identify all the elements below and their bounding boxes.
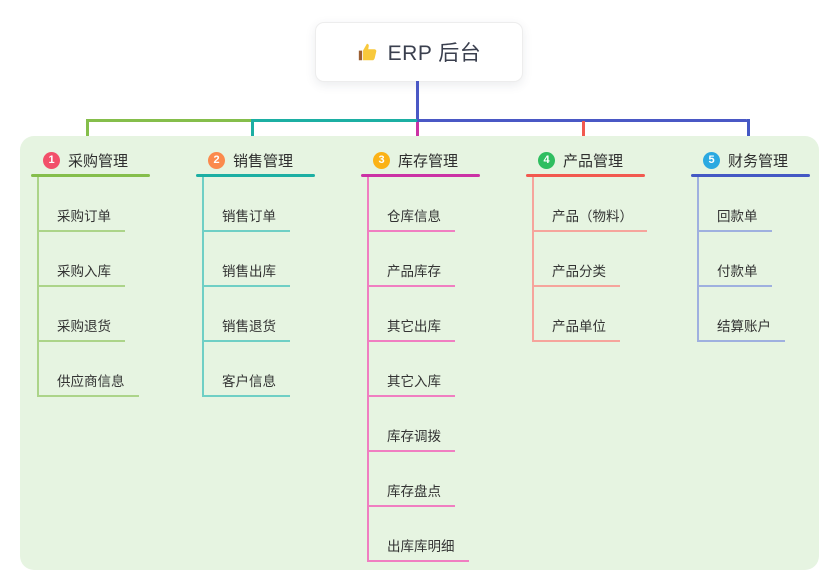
branch-inventory: 3 库存管理 仓库信息 产品库存 其它出库 其它入库 库存调拨 库存盘点 出库库… (360, 146, 524, 562)
node-sales-order[interactable]: 销售订单 (202, 205, 290, 232)
branch-sales: 2 销售管理 销售订单 销售出库 销售退货 客户信息 (195, 146, 359, 397)
node-purchase-return[interactable]: 采购退货 (37, 315, 125, 342)
branch-finance: 5 财务管理 回款单 付款单 结算账户 (690, 146, 839, 342)
root-title: ERP 后台 (387, 42, 482, 65)
branch-label: 采购管理 (68, 152, 129, 170)
thumbs-up-icon (357, 41, 379, 63)
branch-header-sales[interactable]: 2 销售管理 (195, 146, 359, 174)
node-other-outbound[interactable]: 其它出库 (367, 315, 455, 342)
branch-header-inventory[interactable]: 3 库存管理 (360, 146, 524, 174)
node-payment-order[interactable]: 付款单 (697, 260, 772, 287)
branch-underline (361, 174, 480, 177)
branch-number-badge: 1 (43, 151, 60, 169)
node-other-inbound[interactable]: 其它入库 (367, 370, 455, 397)
branch-child-connector (37, 177, 39, 397)
node-purchase-inbound[interactable]: 采购入库 (37, 260, 125, 287)
node-supplier-info[interactable]: 供应商信息 (37, 370, 139, 397)
branches-panel (20, 136, 819, 570)
branch-underline (31, 174, 150, 177)
branch-header-product[interactable]: 4 产品管理 (525, 146, 689, 174)
node-purchase-order[interactable]: 采购订单 (37, 205, 125, 232)
root-connector-line (416, 81, 419, 121)
branch-child-connector (532, 177, 534, 342)
node-stock-count[interactable]: 库存盘点 (367, 480, 455, 507)
node-product-material[interactable]: 产品（物料） (532, 205, 647, 232)
branch-label: 库存管理 (398, 152, 459, 170)
node-product-category[interactable]: 产品分类 (532, 260, 620, 287)
node-product-unit[interactable]: 产品单位 (532, 315, 620, 342)
root-node-erp[interactable]: ERP 后台 (315, 22, 523, 82)
branch-child-connector (202, 177, 204, 397)
branch-label: 产品管理 (563, 152, 624, 170)
branch-purchase: 1 采购管理 采购订单 采购入库 采购退货 供应商信息 (30, 146, 194, 397)
branch-header-purchase[interactable]: 1 采购管理 (30, 146, 194, 174)
node-stock-transfer[interactable]: 库存调拨 (367, 425, 455, 452)
bus-line-mid (252, 119, 417, 122)
node-sales-return[interactable]: 销售退货 (202, 315, 290, 342)
branch-header-finance[interactable]: 5 财务管理 (690, 146, 839, 174)
branch-child-connector (367, 177, 369, 562)
branch-number-badge: 2 (208, 151, 225, 169)
node-customer-info[interactable]: 客户信息 (202, 370, 290, 397)
branch-number-badge: 3 (373, 151, 390, 169)
node-product-stock[interactable]: 产品库存 (367, 260, 455, 287)
node-warehouse-info[interactable]: 仓库信息 (367, 205, 455, 232)
branch-number-badge: 5 (703, 151, 720, 169)
branch-underline (691, 174, 810, 177)
bus-line-left (86, 119, 253, 122)
branch-label: 销售管理 (233, 152, 294, 170)
branch-label: 财务管理 (728, 152, 789, 170)
branch-number-badge: 4 (538, 151, 555, 169)
branch-child-connector (697, 177, 699, 342)
branch-underline (196, 174, 315, 177)
bus-line-right (416, 119, 749, 122)
node-sales-outbound[interactable]: 销售出库 (202, 260, 290, 287)
branch-product: 4 产品管理 产品（物料） 产品分类 产品单位 (525, 146, 689, 342)
branch-underline (526, 174, 645, 177)
node-settlement-account[interactable]: 结算账户 (697, 315, 785, 342)
node-outbound-detail[interactable]: 出库库明细 (367, 535, 469, 562)
node-receipt-order[interactable]: 回款单 (697, 205, 772, 232)
